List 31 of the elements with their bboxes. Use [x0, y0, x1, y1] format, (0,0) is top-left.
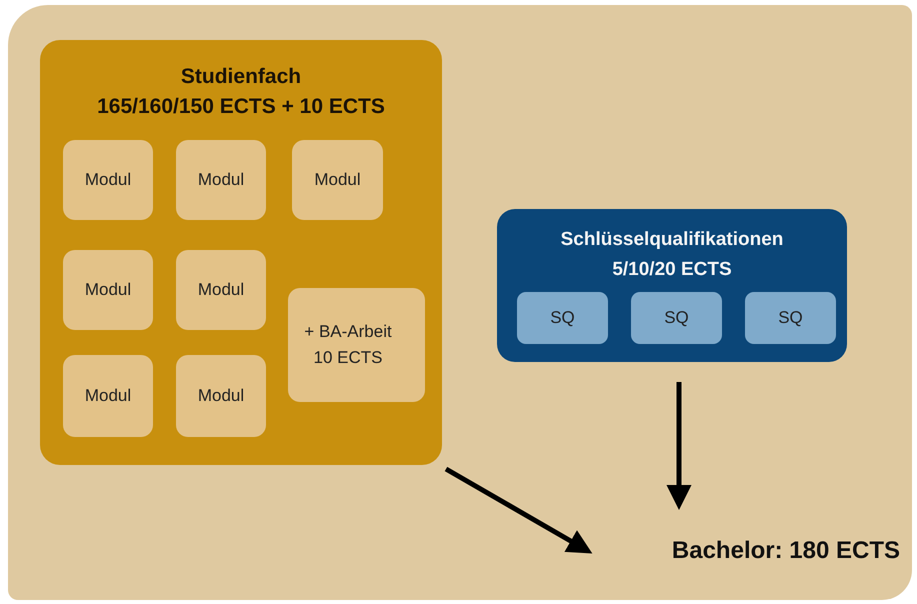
skill-box	[517, 292, 608, 344]
thesis-box	[288, 288, 425, 402]
result-text: Bachelor: 180 ECTS	[672, 537, 900, 565]
module-box	[292, 140, 383, 220]
group-heading: 165/160/150 ECTS + 10 ECTS	[96, 94, 386, 120]
box-label: SQ	[778, 308, 803, 328]
box-label: Modul	[314, 170, 361, 190]
group-heading: Schlüsselqualifikationen	[560, 228, 784, 252]
box-label: Modul	[198, 170, 244, 190]
key-skills-group	[497, 209, 847, 362]
box-label: Modul	[84, 170, 132, 190]
box-label: Modul	[198, 386, 244, 406]
box-label: Modul	[84, 280, 132, 300]
arrow	[666, 382, 692, 510]
box-label: SQ	[664, 308, 689, 328]
box-label: + BA-Arbeit 10 ECTS	[303, 321, 393, 369]
module-box	[176, 250, 266, 330]
box-label: Modul	[198, 280, 244, 300]
module-box	[63, 140, 153, 220]
box-label: Modul	[84, 386, 132, 406]
arrow	[444, 466, 592, 554]
subject-group	[40, 40, 442, 465]
box-label: SQ	[550, 308, 575, 328]
module-box	[176, 140, 266, 220]
group-heading: Studienfach	[180, 64, 302, 90]
skill-box	[631, 292, 722, 344]
module-box	[63, 250, 153, 330]
module-box	[63, 355, 153, 437]
skill-box	[745, 292, 836, 344]
group-heading: 5/10/20 ECTS	[611, 258, 733, 282]
module-box	[176, 355, 266, 437]
